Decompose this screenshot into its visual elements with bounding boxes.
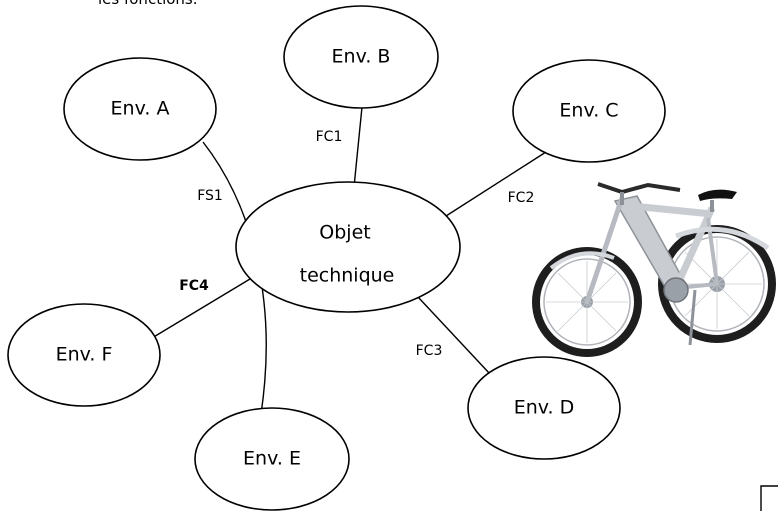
node-env-e-label: Env. E [243,448,301,470]
edge-fc4 [151,278,251,339]
function-label-fc4: FC4 [179,278,209,294]
node-env-c: Env. C [512,59,666,163]
node-env-f: Env. F [7,303,161,407]
function-label-fc1: FC1 [316,129,343,145]
node-env-a-label: Env. A [111,98,170,120]
node-env-d: Env. D [467,356,621,460]
header-partial-text: les fonctions. [98,0,198,8]
node-env-b: Env. B [283,5,439,109]
edge-fc3 [417,296,491,375]
function-label-fc3: FC3 [416,343,443,359]
center-label-line1: Objet [319,222,370,244]
node-env-e: Env. E [194,407,350,511]
node-env-c-label: Env. C [559,100,618,122]
node-center: Objet technique [235,181,461,313]
node-env-d-label: Env. D [514,397,575,419]
center-label-line2: technique [300,265,395,287]
function-label-fc2: FC2 [508,190,535,206]
node-env-f-label: Env. F [56,344,113,366]
electric-bicycle-image [532,182,776,357]
cropped-box-edge [760,485,778,511]
function-label-fs1: FS1 [197,188,223,204]
edge-fc1 [353,106,363,188]
node-env-a: Env. A [63,57,217,161]
edge-fc2 [445,151,547,217]
node-env-b-label: Env. B [332,46,391,68]
